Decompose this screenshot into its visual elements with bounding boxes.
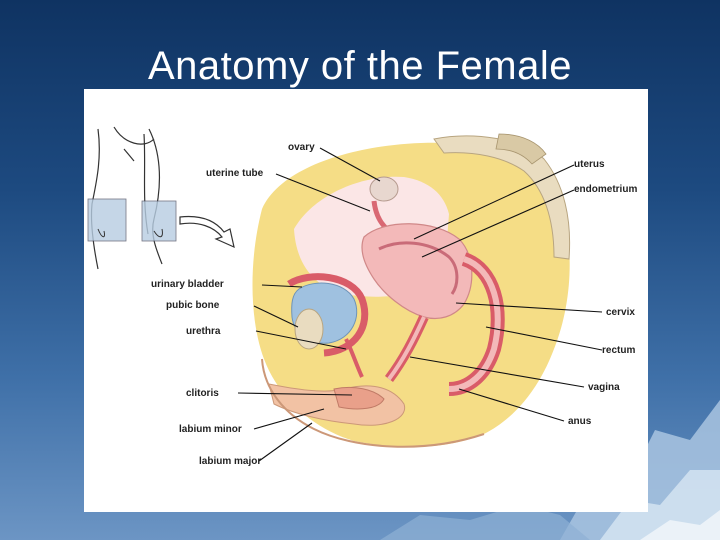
slide-title: Anatomy of the Female (147, 44, 573, 88)
label-labium-major: labium major (199, 456, 261, 467)
label-vagina: vagina (588, 382, 620, 393)
pelvic-cross-section (252, 133, 571, 448)
label-uterus: uterus (574, 159, 605, 170)
label-rectum: rectum (602, 345, 635, 356)
label-uterine-tube: uterine tube (206, 168, 264, 179)
label-urinary-bladder: urinary bladder (151, 279, 224, 290)
label-pubic-bone: pubic bone (166, 300, 220, 311)
label-cervix: cervix (606, 307, 635, 318)
label-endometrium: endometrium (574, 184, 637, 195)
body-outline-inset (87, 126, 177, 270)
anatomy-figure: ovary uterine tube uterus endometrium ur… (84, 89, 648, 512)
leader-lines (237, 147, 603, 462)
label-labium-minor: labium minor (179, 424, 242, 435)
label-urethra: urethra (186, 326, 221, 337)
label-ovary: ovary (288, 142, 315, 153)
label-clitoris: clitoris (186, 388, 219, 399)
pointer-arrow (179, 215, 235, 249)
anatomy-diagram: ovary uterine tube uterus endometrium ur… (87, 126, 637, 467)
label-anus: anus (568, 416, 592, 427)
